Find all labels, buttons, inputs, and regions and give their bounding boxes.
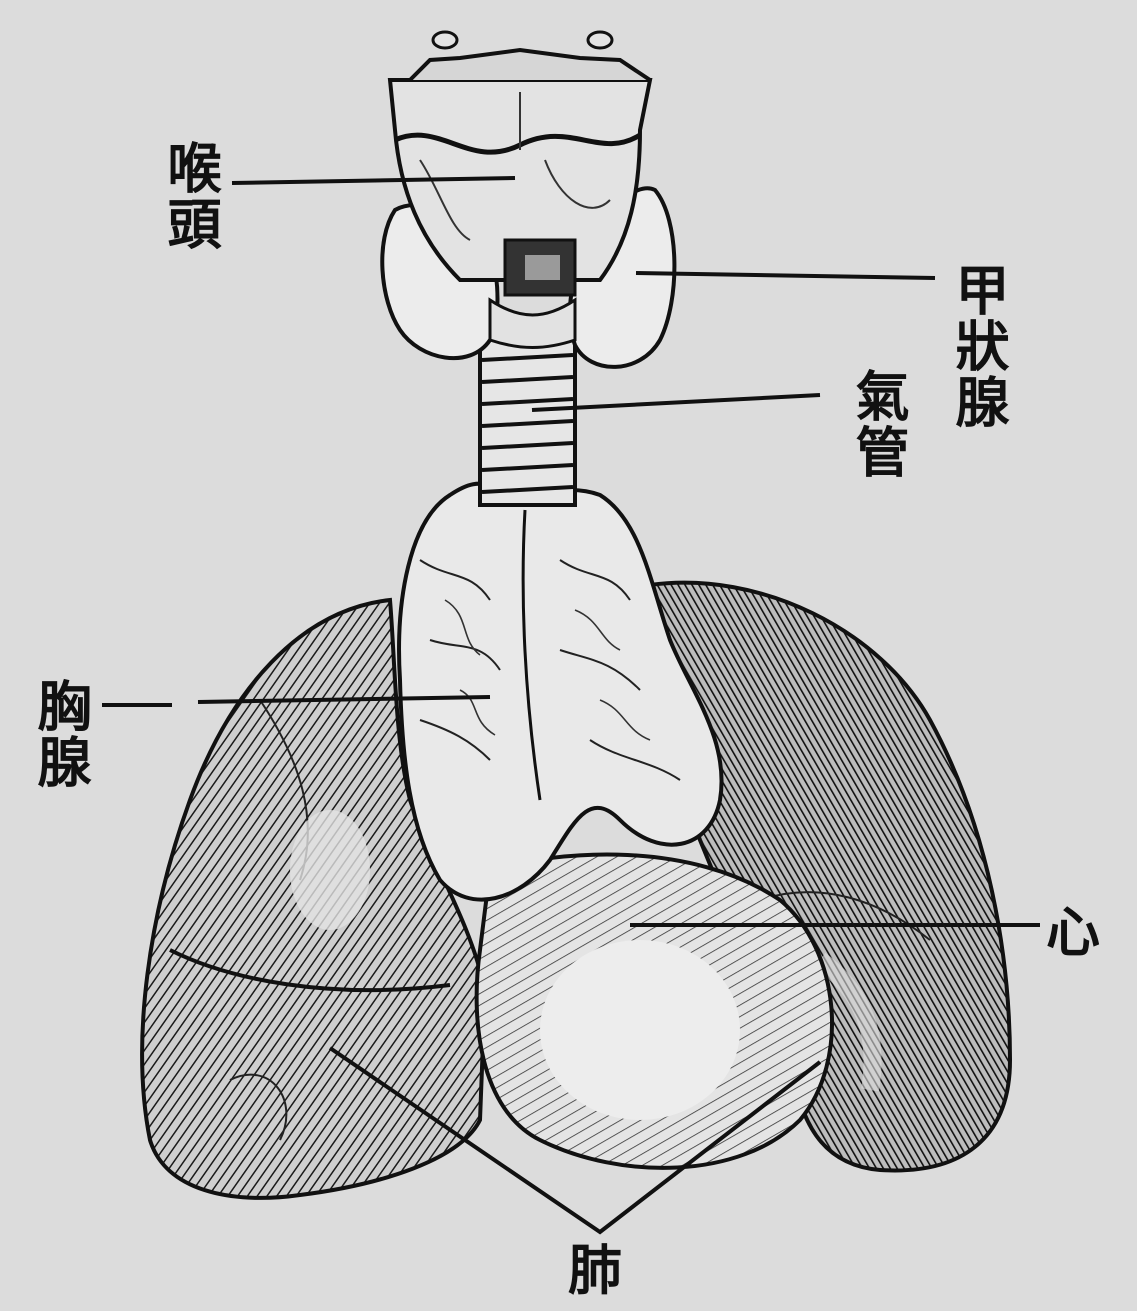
label-lungs: 肺	[568, 1240, 624, 1300]
label-trachea: 氣管	[848, 368, 908, 480]
heart	[477, 855, 832, 1168]
trachea	[480, 335, 575, 505]
label-thymus: 胸腺	[30, 678, 90, 790]
label-thyroid: 甲狀腺	[948, 262, 1008, 430]
leader-thyroid	[636, 273, 935, 278]
label-heart: 心	[1046, 902, 1102, 962]
label-larynx: 喉頭	[160, 140, 220, 252]
thymus	[399, 484, 722, 900]
